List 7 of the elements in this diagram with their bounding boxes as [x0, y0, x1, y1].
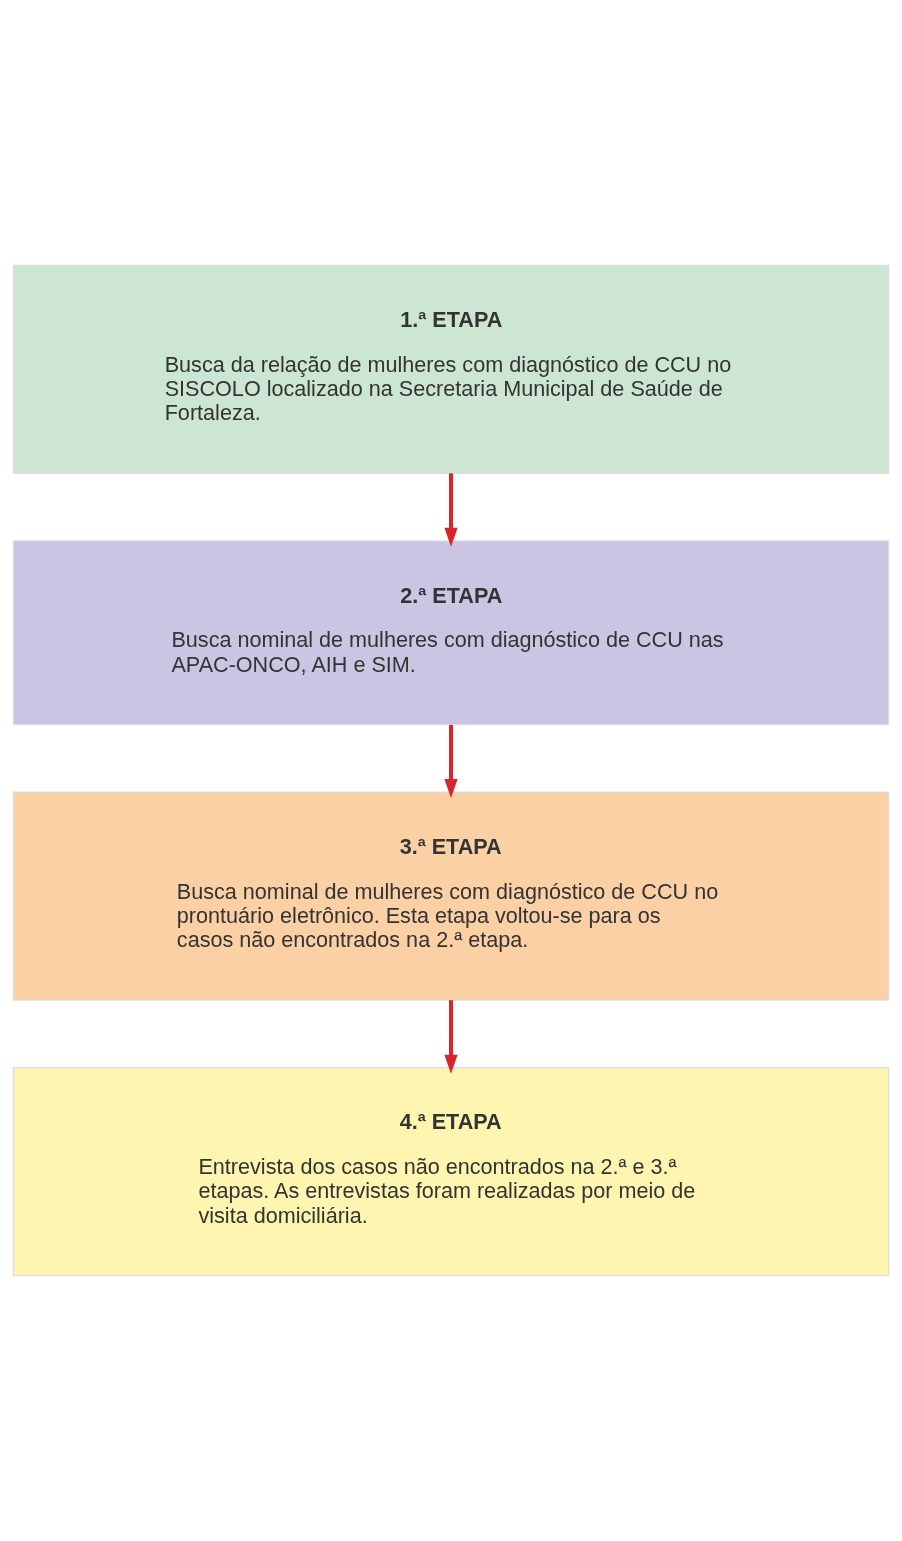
arrow	[444, 1000, 458, 1074]
node-box: 3.ª ETAPA Busca nominal de mulheres com diagnóstico de CCU no prontuário eletrônico. Esta etapa voltou-se para os casos não encontrados na 2.ª etapa.	[12, 791, 890, 1001]
arrow	[444, 473, 458, 547]
arrow	[444, 724, 458, 798]
node-box: 1.ª ETAPA Busca da relação de mulheres com diagnóstico de CCU no SISCOLO localizado na Secretaria Municipal de Saúde de Fortaleza.	[12, 264, 890, 475]
node-box: 2.ª ETAPA Busca nominal de mulheres com diagnóstico de CCU nas APAC-ONCO, AIH e SIM.	[12, 540, 890, 726]
node-box: 4.ª ETAPA Entrevista dos casos não encontrados na 2.ª e 3.ª etapas. As entrevistas foram realizadas por meio de visita domiciliária.	[12, 1066, 890, 1277]
